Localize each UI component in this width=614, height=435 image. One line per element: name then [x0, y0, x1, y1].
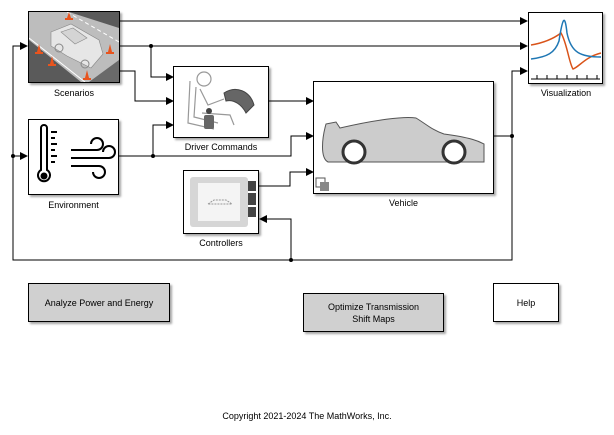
plot-blue-line: [530, 19, 602, 60]
line-feedback-to-controllers: [259, 215, 292, 260]
line-controllers-to-vehicle: [259, 168, 314, 187]
line-environment-to-driver-3: [152, 121, 174, 156]
copyright-text: Copyright 2021-2024 The MathWorks, Inc.: [222, 411, 392, 421]
vehicle-label: Vehicle: [388, 198, 419, 208]
vehicle-block[interactable]: [313, 81, 494, 194]
scenarios-label: Scenarios: [53, 88, 95, 98]
controllers-block[interactable]: [183, 170, 259, 234]
line-vehicle-out: [494, 67, 528, 137]
line-feedback-loop: [12, 42, 513, 261]
optimize-button-label-line2: Shift Maps: [352, 313, 395, 324]
junction-dot: [510, 134, 514, 138]
environment-block[interactable]: [28, 119, 119, 195]
analyze-button-label: Analyze Power and Energy: [44, 297, 154, 308]
optimize-shift-maps-button[interactable]: Optimize Transmission Shift Maps: [303, 293, 444, 332]
driver-icon: [187, 71, 255, 130]
scenario-road-icon: [29, 12, 119, 82]
car-icon: [315, 117, 485, 191]
line-scenarios-to-driver-2: [120, 70, 174, 105]
help-button-label: Help: [516, 297, 536, 308]
driver-commands-label: Driver Commands: [184, 142, 258, 152]
scenarios-block[interactable]: [28, 11, 120, 83]
controllers-label: Controllers: [199, 238, 243, 248]
junction-dot: [151, 154, 155, 158]
environment-label: Environment: [48, 200, 99, 210]
line-environment-out: [119, 132, 314, 157]
thermometer-wind-icon: [37, 124, 116, 183]
scope-plot-icon: [530, 19, 602, 80]
line-scenarios-branch-driver-1: [150, 46, 174, 81]
ecu-controller-icon: [190, 177, 256, 227]
plot-orange-line: [530, 31, 602, 70]
help-button[interactable]: Help: [493, 283, 559, 322]
analyze-power-energy-button[interactable]: Analyze Power and Energy: [28, 283, 170, 322]
visualization-block[interactable]: [528, 12, 603, 84]
visualization-label: Visualization: [540, 88, 592, 98]
traffic-cone-icon: [35, 12, 114, 80]
junction-dot: [11, 154, 15, 158]
optimize-button-label-line1: Optimize Transmission: [327, 301, 420, 312]
driver-commands-block[interactable]: [173, 66, 269, 138]
junction-dot: [289, 258, 293, 262]
junction-dot: [149, 44, 153, 48]
